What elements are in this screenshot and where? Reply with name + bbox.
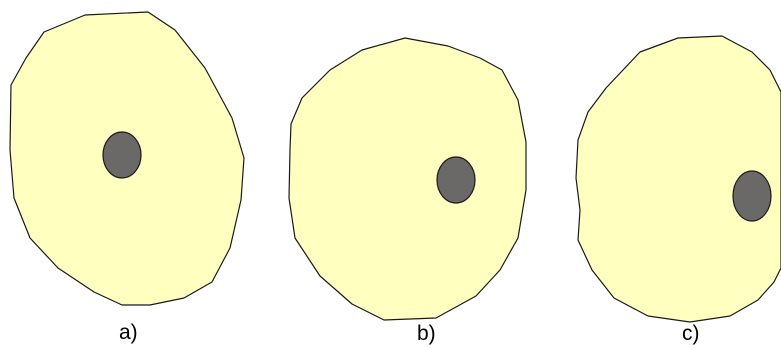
cell-b xyxy=(288,37,527,321)
panel-label-a: a) xyxy=(119,321,138,344)
panel-label-b: b) xyxy=(417,322,436,345)
panel-c: c) xyxy=(575,35,781,345)
nucleus-a xyxy=(102,131,142,179)
nucleus-b xyxy=(436,156,476,204)
panel-a: a) xyxy=(9,11,245,344)
nucleus-c xyxy=(732,170,772,222)
panel-b: b) xyxy=(288,37,527,345)
panel-label-c: c) xyxy=(682,322,700,345)
cell-c xyxy=(575,35,781,323)
